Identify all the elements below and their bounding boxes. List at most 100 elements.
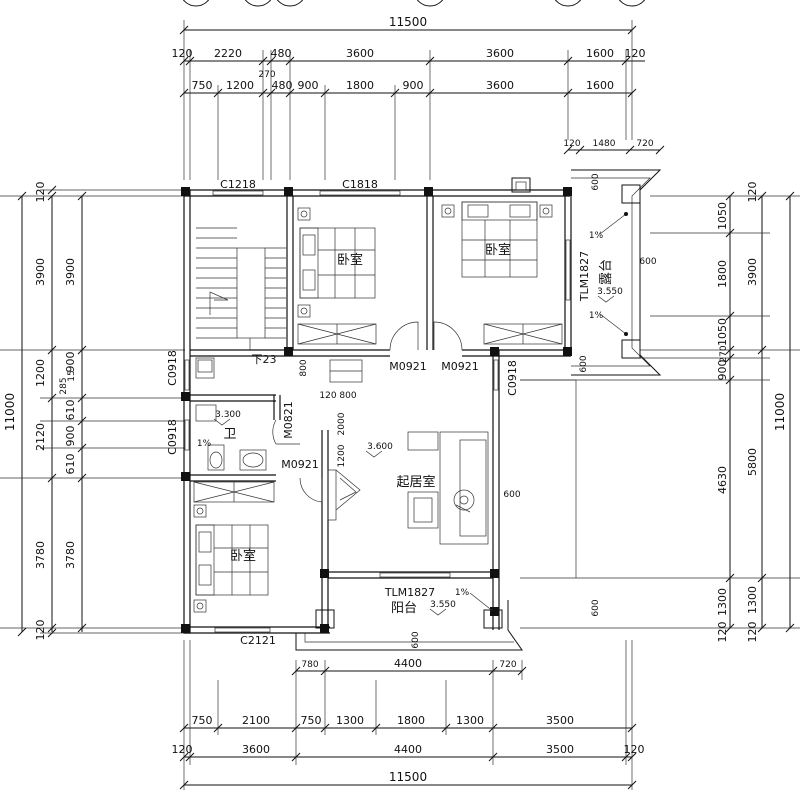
svg-text:270: 270 (258, 70, 275, 80)
svg-text:120: 120 (716, 622, 729, 643)
svg-text:15: 15 (67, 370, 77, 381)
svg-text:900: 900 (298, 79, 319, 92)
svg-text:610: 610 (64, 454, 77, 475)
svg-text:1480: 1480 (593, 139, 616, 149)
room-bedroom-2: 卧室 (485, 242, 511, 258)
stair-down-label: 下23 (252, 353, 277, 366)
svg-text:750: 750 (301, 714, 322, 727)
right-dimensions: 11000 120 3900 5800 1300 120 1050 1800 1… (520, 182, 800, 643)
svg-text:120: 120 (34, 182, 47, 203)
svg-text:780: 780 (301, 660, 318, 670)
svg-text:3780: 3780 (64, 541, 77, 569)
svg-text:3600: 3600 (486, 47, 514, 60)
level-terrace: 3.550 (597, 287, 623, 297)
svg-text:600: 600 (591, 173, 601, 190)
svg-text:120: 120 (172, 47, 193, 60)
svg-text:120: 120 (625, 47, 646, 60)
door-m0821: M0821 (282, 401, 295, 439)
svg-text:1600: 1600 (586, 79, 614, 92)
window-c1818: C1818 (342, 178, 378, 191)
svg-text:1600: 1600 (586, 47, 614, 60)
svg-text:1300: 1300 (336, 714, 364, 727)
svg-text:3500: 3500 (546, 743, 574, 756)
svg-text:3600: 3600 (486, 79, 514, 92)
svg-text:3600: 3600 (242, 743, 270, 756)
window-c0918-c: C0918 (506, 360, 519, 396)
svg-text:3900: 3900 (746, 258, 759, 286)
svg-text:270: 270 (719, 345, 729, 362)
svg-text:750: 750 (192, 79, 213, 92)
living-furniture (327, 359, 489, 545)
slope-3: 1% (197, 439, 212, 449)
svg-text:1300: 1300 (716, 588, 729, 616)
svg-text:2220: 2220 (214, 47, 242, 60)
svg-text:3500: 3500 (546, 714, 574, 727)
svg-text:720: 720 (499, 660, 516, 670)
svg-text:600: 600 (503, 490, 520, 500)
door-swings (272, 321, 463, 503)
svg-text:800: 800 (299, 359, 309, 376)
svg-text:120 800: 120 800 (319, 391, 356, 401)
svg-text:480: 480 (271, 47, 292, 60)
window-c0918-b: C0918 (166, 419, 179, 455)
svg-text:3900: 3900 (34, 258, 47, 286)
level-bath: 3.300 (215, 410, 241, 420)
door-tlm1827-b: TLM1827 (384, 586, 435, 599)
svg-text:120: 120 (563, 139, 580, 149)
terrace (511, 169, 662, 578)
svg-text:1800: 1800 (397, 714, 425, 727)
dim-bottom-total: 11500 (389, 770, 427, 784)
svg-text:750: 750 (192, 714, 213, 727)
bedroom2-furniture (441, 201, 563, 345)
room-bath: 卫 (223, 427, 236, 442)
door-m0921-a: M0921 (389, 360, 427, 373)
window-c1218: C1218 (220, 178, 256, 191)
dim-top-total: 11500 (389, 15, 427, 29)
svg-text:285: 285 (59, 377, 69, 394)
svg-text:3600: 3600 (346, 47, 374, 60)
windows (184, 190, 571, 633)
svg-text:120: 120 (624, 743, 645, 756)
svg-text:120: 120 (746, 182, 759, 203)
svg-text:1050: 1050 (716, 202, 729, 230)
top-dimensions: 11500 120 2220 480 3600 3600 1600 120 27… (172, 15, 665, 180)
left-dimensions: 11000 120 3900 1200 2120 3780 120 3900 9… (0, 182, 185, 641)
svg-text:11000: 11000 (773, 393, 787, 431)
svg-text:120: 120 (746, 622, 759, 643)
level-living: 3.600 (367, 442, 393, 452)
svg-text:600: 600 (411, 631, 421, 648)
svg-text:600: 600 (591, 599, 601, 616)
svg-text:4400: 4400 (394, 743, 422, 756)
svg-text:900: 900 (403, 79, 424, 92)
svg-text:4400: 4400 (394, 657, 422, 670)
slope-2: 1% (589, 311, 604, 321)
svg-text:2120: 2120 (34, 423, 47, 451)
svg-text:900: 900 (64, 426, 77, 447)
bathroom-fixtures (195, 357, 267, 471)
svg-text:11000: 11000 (3, 393, 17, 431)
balcony (295, 600, 523, 651)
slope-1: 1% (589, 231, 604, 241)
door-tlm1827-a: TLM1827 (578, 251, 591, 302)
labels: C1218 C1818 C0918 C0918 C0918 C2121 M092… (166, 173, 628, 649)
svg-text:1050: 1050 (716, 318, 729, 346)
room-bedroom-3: 卧室 (230, 548, 256, 564)
svg-text:3780: 3780 (34, 541, 47, 569)
bedroom1-furniture (297, 207, 377, 345)
svg-text:600: 600 (579, 355, 589, 372)
svg-text:610: 610 (64, 400, 77, 421)
svg-text:4630: 4630 (716, 466, 729, 494)
axis-bubbles (182, 0, 646, 7)
svg-text:1300: 1300 (456, 714, 484, 727)
svg-text:600: 600 (639, 257, 656, 267)
svg-text:1800: 1800 (346, 79, 374, 92)
svg-text:900: 900 (716, 360, 729, 381)
bottom-dimensions: 780 4400 720 750 2100 750 1300 1800 1300… (172, 640, 645, 790)
window-c0918-a: C0918 (166, 350, 179, 386)
stair (196, 227, 286, 350)
svg-text:5800: 5800 (746, 448, 759, 476)
svg-text:1800: 1800 (716, 260, 729, 288)
svg-text:120: 120 (34, 620, 47, 641)
room-balcony: 阳台 (391, 601, 417, 616)
